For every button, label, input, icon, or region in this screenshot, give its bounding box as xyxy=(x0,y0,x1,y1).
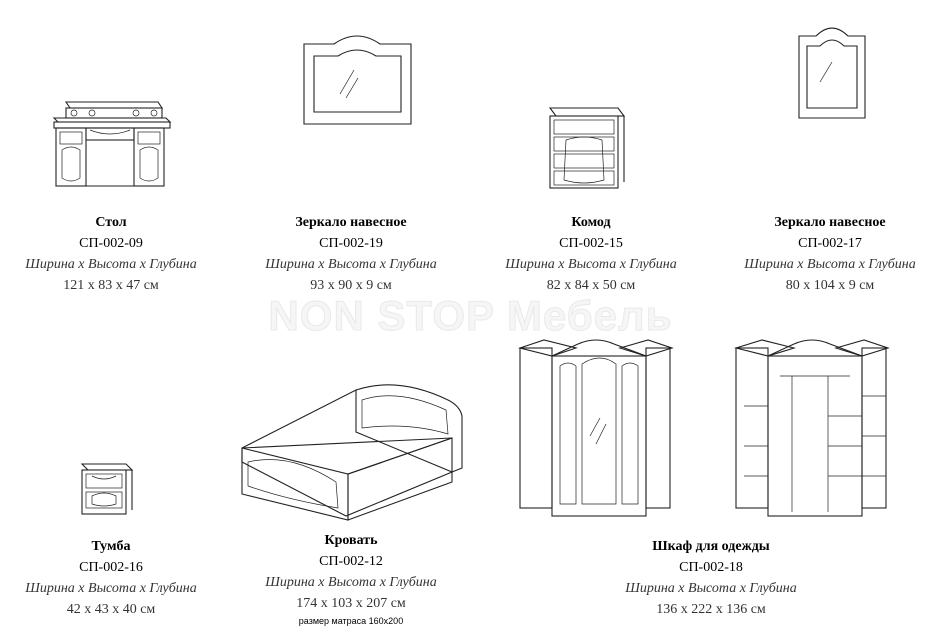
item-name: Тумба xyxy=(91,539,131,554)
item-dims-label: Ширина х Высота х Глубина xyxy=(25,257,197,272)
wardrobe-closed-drawing[interactable] xyxy=(516,336,676,520)
wardrobe-open-drawing[interactable] xyxy=(732,336,892,520)
item-name: Стол xyxy=(95,215,127,230)
item-dims-label: Ширина х Высота х Глубина xyxy=(625,581,797,596)
caption-nightstand: Тумба СП-002-16 Ширина х Высота х Глубин… xyxy=(1,536,221,620)
item-dims-label: Ширина х Высота х Глубина xyxy=(25,581,197,596)
item-code: СП-002-09 xyxy=(79,236,143,251)
item-code: СП-002-16 xyxy=(79,560,143,575)
caption-wardrobe: Шкаф для одежды СП-002-18 Ширина х Высот… xyxy=(601,536,821,620)
item-dims-label: Ширина х Высота х Глубина xyxy=(265,575,437,590)
item-dims: 121 х 83 х 47 см xyxy=(63,278,159,293)
desk-drawing[interactable] xyxy=(50,100,172,192)
bed-drawing[interactable] xyxy=(238,382,466,522)
nightstand-drawing[interactable] xyxy=(80,460,136,520)
item-name: Зеркало навесное xyxy=(295,215,407,230)
item-code: СП-002-15 xyxy=(559,236,623,251)
caption-mirror-1: Зеркало навесное СП-002-19 Ширина х Высо… xyxy=(241,212,461,296)
item-dims-label: Ширина х Высота х Глубина xyxy=(744,257,916,272)
item-name: Зеркало навесное xyxy=(774,215,886,230)
item-name: Шкаф для одежды xyxy=(652,539,770,554)
item-dims: 82 х 84 х 50 см xyxy=(546,278,636,293)
watermark: NON STOP Мебель xyxy=(268,292,673,340)
caption-bed: Кровать СП-002-12 Ширина х Высота х Глуб… xyxy=(241,530,461,628)
item-dims-label: Ширина х Высота х Глубина xyxy=(265,257,437,272)
item-code: СП-002-17 xyxy=(798,236,862,251)
item-dims: 136 х 222 х 136 см xyxy=(656,602,766,617)
caption-desk: Стол СП-002-09 Ширина х Высота х Глубина… xyxy=(1,212,221,296)
mirror-2-drawing[interactable] xyxy=(796,26,868,122)
item-note: размер матраса 160х200 xyxy=(298,616,404,626)
item-dims: 174 х 103 х 207 см xyxy=(296,596,406,611)
item-dims-label: Ширина х Высота х Глубина xyxy=(505,257,677,272)
chest-drawing[interactable] xyxy=(546,106,628,192)
item-name: Комод xyxy=(571,215,611,230)
item-dims: 80 х 104 х 9 см xyxy=(785,278,875,293)
item-code: СП-002-12 xyxy=(319,554,383,569)
item-dims: 42 х 43 х 40 см xyxy=(66,602,156,617)
item-code: СП-002-19 xyxy=(319,236,383,251)
item-name: Кровать xyxy=(324,533,378,548)
item-code: СП-002-18 xyxy=(679,560,743,575)
mirror-1-drawing[interactable] xyxy=(300,34,415,126)
caption-mirror-2: Зеркало навесное СП-002-17 Ширина х Высо… xyxy=(720,212,940,296)
caption-chest: Комод СП-002-15 Ширина х Высота х Глубин… xyxy=(481,212,701,296)
item-dims: 93 х 90 х 9 см xyxy=(310,278,392,293)
